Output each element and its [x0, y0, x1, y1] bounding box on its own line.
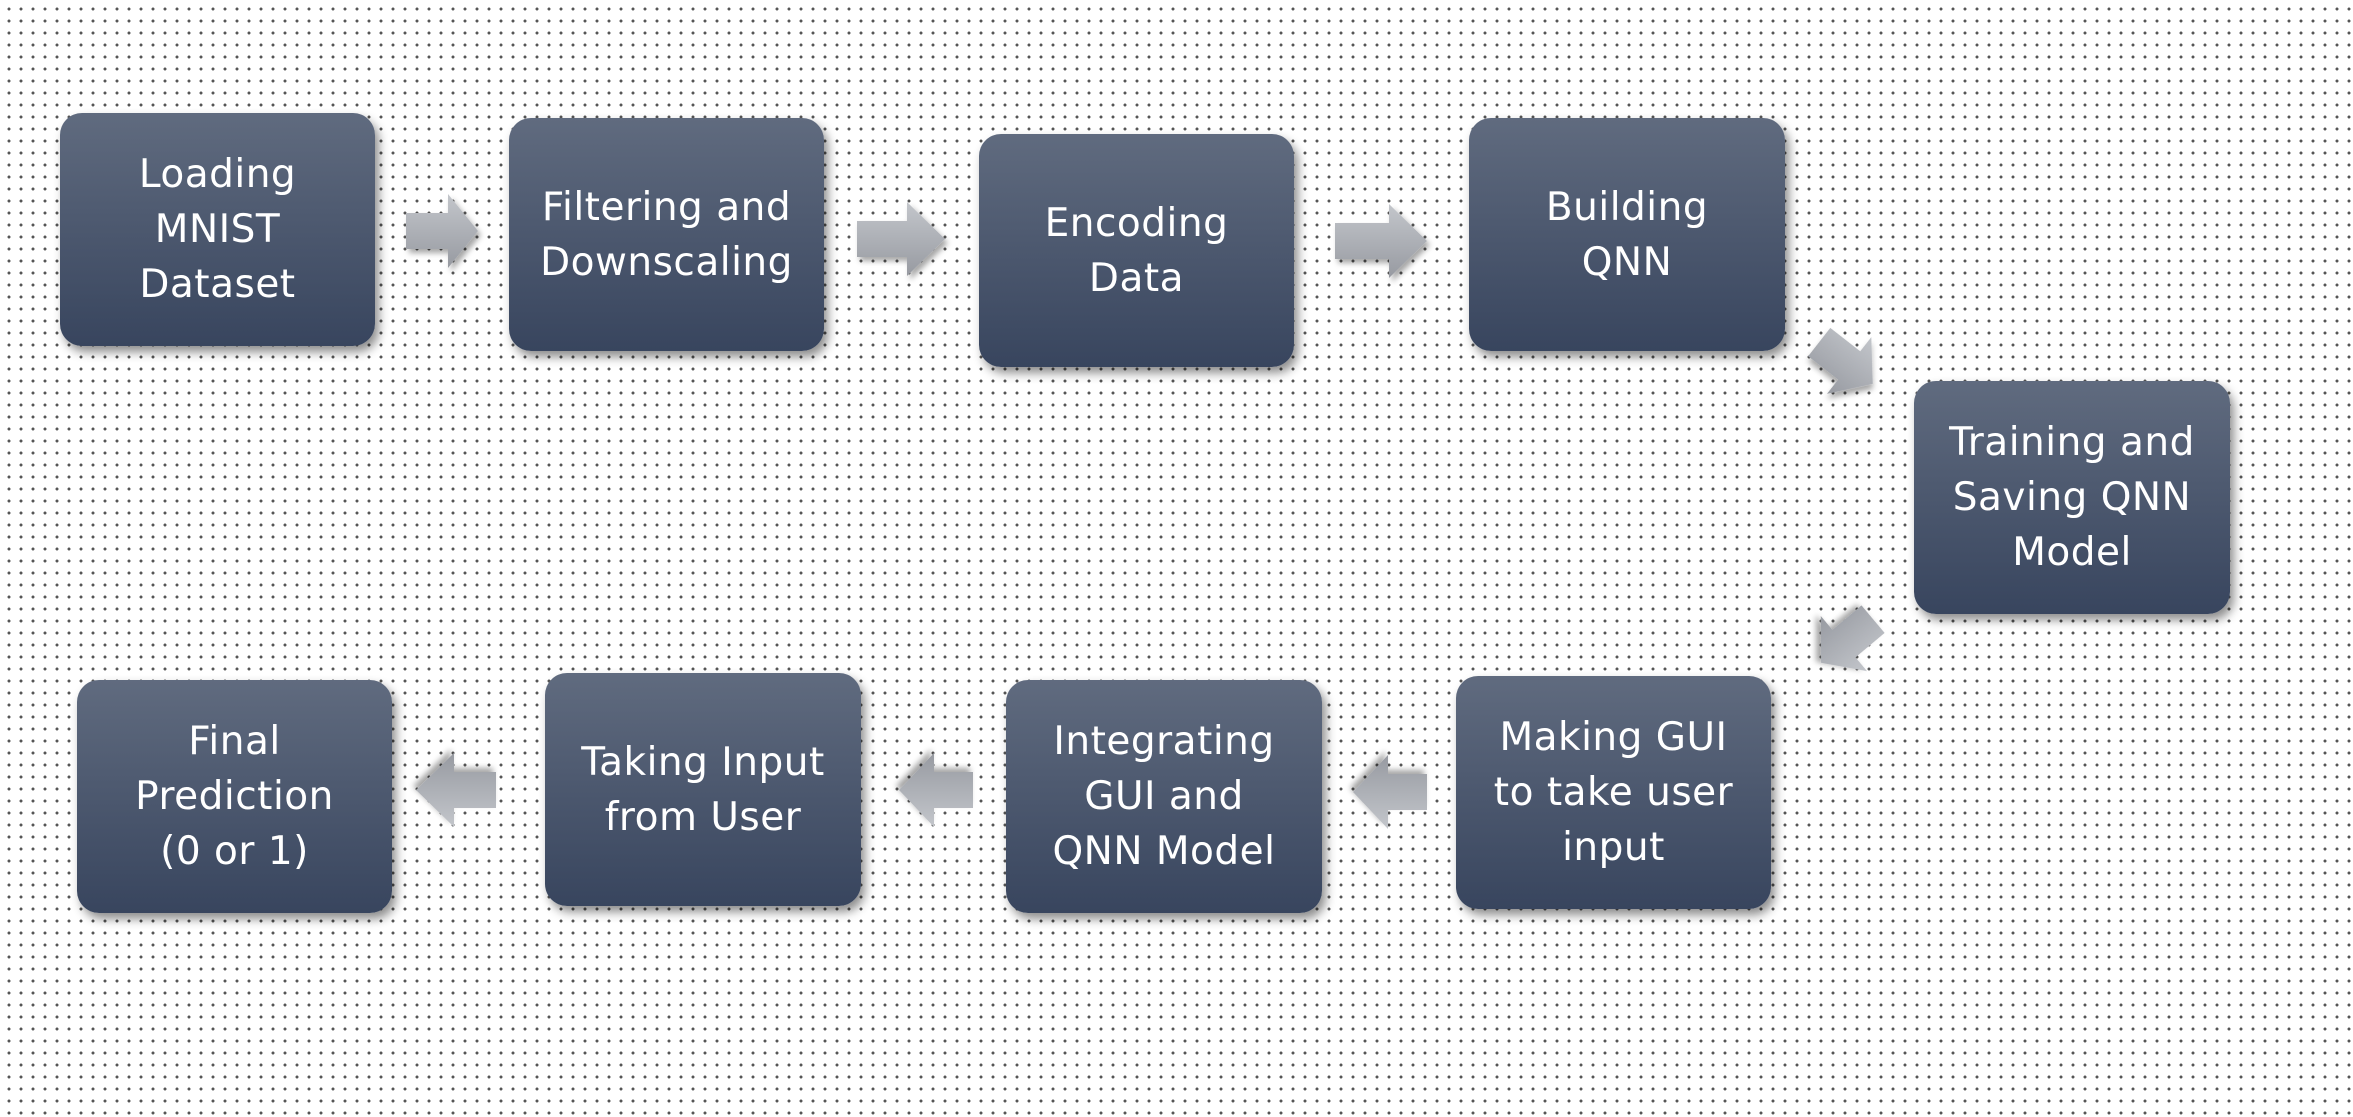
- step-taking-input-from-user: Taking Input from User: [545, 673, 861, 906]
- step-label: Training and Saving QNN Model: [1949, 420, 2195, 575]
- arrow-right-icon: [857, 202, 945, 276]
- step-integrating-gui-qnn: Integrating GUI and QNN Model: [1006, 680, 1322, 913]
- step-label: Integrating GUI and QNN Model: [1052, 719, 1276, 874]
- arrow-down-left-icon: [1820, 605, 1885, 672]
- step-label: Taking Input from User: [581, 739, 825, 840]
- step-encoding-data: Encoding Data: [979, 134, 1294, 367]
- arrow-left-icon: [1353, 755, 1427, 829]
- step-final-prediction: Final Prediction (0 or 1): [77, 680, 392, 913]
- step-label: Final Prediction (0 or 1): [135, 719, 334, 874]
- arrow-right-icon: [406, 194, 478, 268]
- step-loading-mnist-dataset: Loading MNIST Dataset: [60, 113, 375, 346]
- step-building-qnn: Building QNN: [1469, 118, 1785, 351]
- step-making-gui: Making GUI to take user input: [1456, 676, 1771, 909]
- step-label: Encoding Data: [1044, 200, 1229, 301]
- step-label: Filtering and Downscaling: [540, 184, 793, 285]
- arrow-left-icon: [899, 753, 973, 827]
- step-label: Making GUI to take user input: [1493, 715, 1734, 870]
- arrow-left-icon: [416, 753, 496, 827]
- step-label: Building QNN: [1545, 184, 1709, 285]
- arrow-down-right-icon: [1808, 327, 1873, 394]
- step-training-saving-qnn-model: Training and Saving QNN Model: [1914, 381, 2230, 614]
- step-label: Loading MNIST Dataset: [138, 152, 297, 307]
- step-filtering-downscaling: Filtering and Downscaling: [509, 118, 824, 351]
- arrow-right-icon: [1335, 204, 1427, 278]
